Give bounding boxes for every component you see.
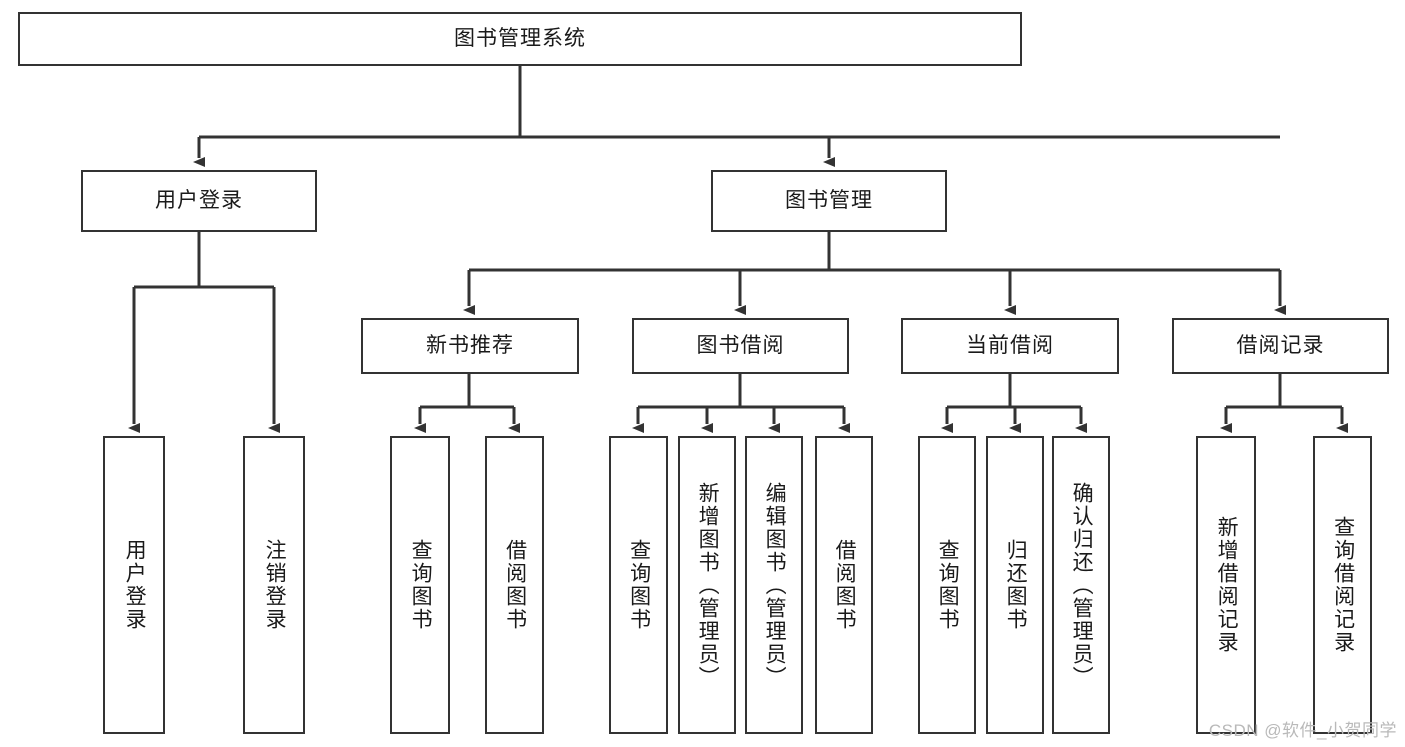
node-current-borrow-label: 当前借阅 bbox=[966, 334, 1054, 358]
node-leaf-add-book[interactable]: 新增图书（管理员） bbox=[678, 436, 736, 734]
node-user-login-label: 用户登录 bbox=[155, 189, 243, 213]
node-leaf-borrow-book-2-label: 借阅图书 bbox=[833, 539, 857, 631]
node-leaf-user-login-label: 用户登录 bbox=[123, 539, 147, 631]
node-leaf-logout-label: 注销登录 bbox=[263, 539, 287, 631]
node-leaf-add-record-label: 新增借阅记录 bbox=[1215, 516, 1239, 654]
node-root[interactable]: 图书管理系统 bbox=[18, 12, 1022, 66]
node-leaf-query-book-1[interactable]: 查询图书 bbox=[390, 436, 450, 734]
node-borrow-record-label: 借阅记录 bbox=[1236, 334, 1325, 358]
node-borrow-record[interactable]: 借阅记录 bbox=[1172, 318, 1389, 374]
node-leaf-query-book-3-label: 查询图书 bbox=[936, 539, 960, 631]
node-book-manage[interactable]: 图书管理 bbox=[711, 170, 947, 232]
node-book-borrow-label: 图书借阅 bbox=[696, 334, 785, 358]
node-user-login[interactable]: 用户登录 bbox=[81, 170, 317, 232]
node-leaf-logout[interactable]: 注销登录 bbox=[243, 436, 305, 734]
node-leaf-borrow-book-2[interactable]: 借阅图书 bbox=[815, 436, 873, 734]
node-leaf-query-book-2-label: 查询图书 bbox=[627, 539, 651, 631]
csdn-watermark: CSDN @软件_小贺同学 bbox=[1208, 721, 1397, 740]
node-leaf-query-book-2[interactable]: 查询图书 bbox=[609, 436, 668, 734]
node-leaf-confirm-return[interactable]: 确认归还（管理员） bbox=[1052, 436, 1110, 734]
node-leaf-edit-book-label: 编辑图书（管理员） bbox=[763, 481, 787, 689]
node-current-borrow[interactable]: 当前借阅 bbox=[901, 318, 1119, 374]
node-leaf-borrow-book-1-label: 借阅图书 bbox=[503, 539, 527, 631]
node-root-label: 图书管理系统 bbox=[454, 27, 586, 51]
node-leaf-borrow-book-1[interactable]: 借阅图书 bbox=[485, 436, 544, 734]
node-leaf-query-book-3[interactable]: 查询图书 bbox=[918, 436, 976, 734]
node-book-manage-label: 图书管理 bbox=[785, 189, 873, 213]
node-new-book-rec-label: 新书推荐 bbox=[426, 334, 514, 358]
node-leaf-edit-book[interactable]: 编辑图书（管理员） bbox=[745, 436, 803, 734]
node-leaf-user-login[interactable]: 用户登录 bbox=[103, 436, 165, 734]
node-leaf-confirm-return-label: 确认归还（管理员） bbox=[1070, 481, 1094, 689]
node-book-borrow[interactable]: 图书借阅 bbox=[632, 318, 849, 374]
node-leaf-add-record[interactable]: 新增借阅记录 bbox=[1196, 436, 1256, 734]
node-leaf-add-book-label: 新增图书（管理员） bbox=[696, 481, 720, 689]
node-leaf-query-book-1-label: 查询图书 bbox=[409, 539, 433, 631]
node-leaf-query-record-label: 查询借阅记录 bbox=[1331, 516, 1355, 654]
node-new-book-rec[interactable]: 新书推荐 bbox=[361, 318, 579, 374]
node-leaf-query-record[interactable]: 查询借阅记录 bbox=[1313, 436, 1372, 734]
node-leaf-return-book-label: 归还图书 bbox=[1004, 539, 1028, 631]
node-leaf-return-book[interactable]: 归还图书 bbox=[986, 436, 1044, 734]
